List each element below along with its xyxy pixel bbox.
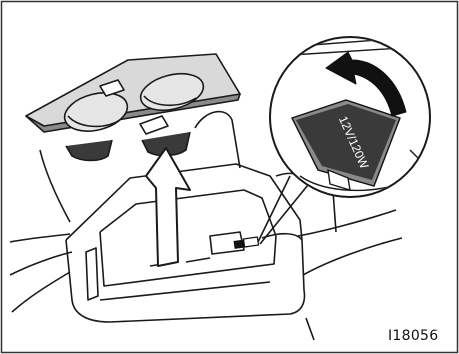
figure-id: I18056 <box>388 328 454 348</box>
